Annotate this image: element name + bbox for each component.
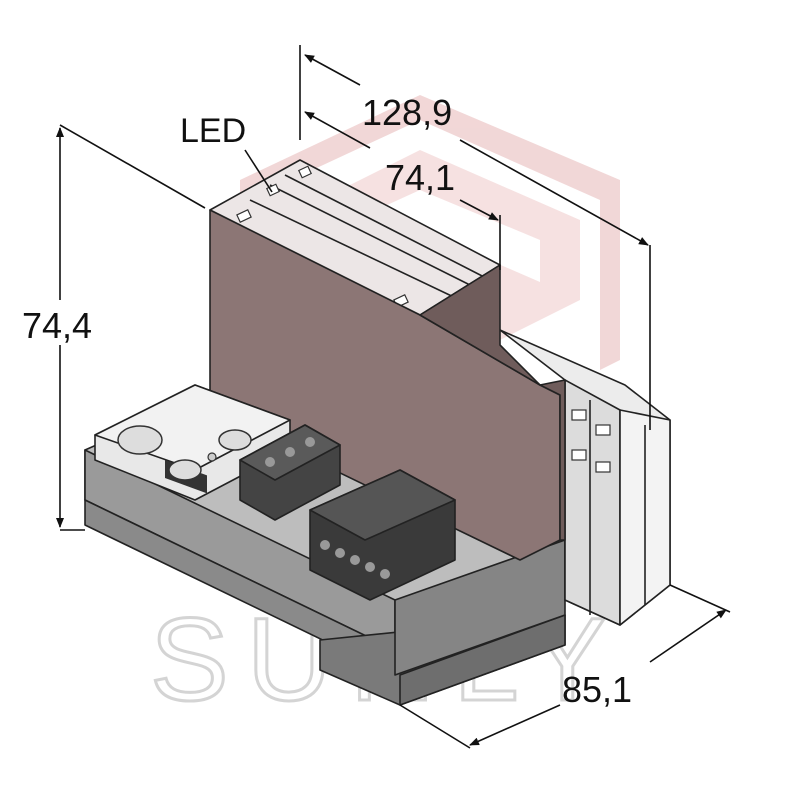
dimension-depth: 85,1 (562, 669, 632, 710)
round-connector (117, 425, 163, 455)
terminal-block-lower (309, 469, 456, 601)
led-indicator (265, 183, 281, 197)
dimension-overall-length: 128,9 (362, 92, 452, 133)
led-indicator (236, 209, 252, 223)
dimension-module-length: 74,1 (385, 157, 455, 198)
light-terminal-modules (499, 329, 671, 626)
dimension-height: 74,4 (22, 305, 92, 346)
rotary-switch (218, 429, 252, 451)
led-indicator (297, 165, 313, 179)
rotary-switch (168, 459, 202, 481)
dimension-lines (56, 45, 731, 749)
terminal-block-upper (239, 424, 341, 521)
led-callout-label: LED (180, 112, 246, 150)
